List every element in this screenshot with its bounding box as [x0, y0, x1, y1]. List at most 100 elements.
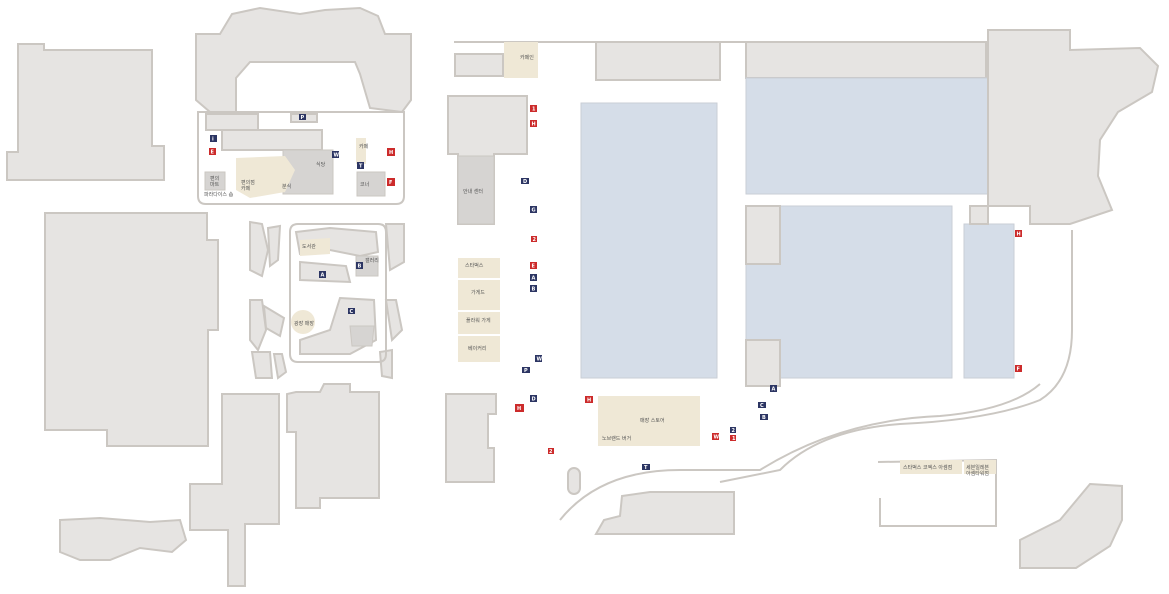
shop-strip-1 [458, 258, 500, 278]
label-plaza-store: 매장 스토어 [640, 417, 665, 424]
building-south-center [286, 383, 380, 509]
marker-central-8[interactable]: B [530, 285, 537, 293]
marker-central-3[interactable]: D [521, 178, 529, 185]
marker-central-1[interactable]: 1 [530, 105, 537, 113]
shop-bottom-right-1 [900, 460, 962, 474]
svg-text:H: H [532, 122, 536, 128]
label-store-row-3: 플라워 가게 [466, 317, 491, 324]
building-hall-annex-a-over [745, 205, 781, 265]
svg-text:G: G [532, 208, 536, 214]
marker-central-4[interactable]: G [530, 206, 537, 214]
label-bottom-right-1: 스타벅스 코엑스 아셈점 [903, 464, 952, 471]
marker-plaza-1[interactable]: H [585, 396, 593, 404]
label-restaurant-a: 분식 [282, 183, 291, 190]
svg-text:H: H [517, 406, 521, 412]
svg-text:B: B [532, 287, 536, 293]
marker-red-north-east[interactable]: H [387, 148, 395, 156]
marker-central-12[interactable]: H [515, 404, 524, 412]
svg-text:F: F [1017, 367, 1020, 373]
building-north-hall [195, 6, 412, 114]
shop-bottom-right-2 [964, 460, 996, 474]
marker-east-1[interactable]: H [1015, 230, 1022, 238]
label-square-store: 광장 매장 [294, 320, 314, 327]
north-complex-block-a [205, 113, 259, 131]
marker-plaza-3[interactable]: 2 [730, 427, 736, 434]
marker-court-a[interactable]: A [319, 271, 326, 279]
exhibition-hall-d [963, 223, 1015, 379]
building-south-west [189, 393, 280, 587]
svg-text:C: C [760, 403, 764, 409]
marker-court-b[interactable]: B [356, 262, 363, 270]
building-east [969, 29, 1160, 225]
marker-central-13[interactable]: 2 [548, 448, 554, 455]
marker-plaza-2[interactable]: W [712, 433, 720, 441]
building-central-north-inner [457, 155, 495, 225]
marker-transit-north[interactable]: T [357, 162, 364, 170]
svg-text:P: P [301, 115, 305, 121]
svg-text:1: 1 [732, 436, 736, 442]
svg-text:T: T [644, 465, 648, 471]
label-plaza-sub: 노브랜드 버거 [602, 435, 631, 442]
svg-text:H: H [587, 398, 591, 404]
label-library: 도서관 [302, 243, 316, 250]
shop-north-narrow [356, 138, 366, 164]
marker-central-5[interactable]: 2 [531, 236, 537, 243]
shop-courtyard-top [300, 238, 330, 256]
building-hall-annex-b [745, 339, 781, 387]
marker-hall-1[interactable]: A [770, 385, 777, 393]
marker-hall-2[interactable]: C [758, 402, 766, 409]
svg-text:A: A [772, 387, 776, 393]
marker-restroom-north[interactable]: W [332, 151, 340, 159]
svg-text:W: W [334, 153, 340, 159]
marker-parking-north[interactable]: P [299, 114, 306, 121]
marker-plaza-5[interactable]: T [642, 464, 650, 471]
label-store-row-4: 베이커리 [468, 345, 486, 352]
label-info-hall: 안내 센터 [463, 188, 483, 195]
marker-central-2[interactable]: H [530, 120, 537, 128]
map-markers: P i E W T H F A B C 1 H D G 2 E A B W P … [209, 105, 1022, 471]
marker-elevator-west[interactable]: E [209, 148, 216, 156]
svg-text:H: H [1017, 232, 1021, 238]
svg-text:D: D [523, 179, 527, 185]
marker-central-9[interactable]: W [535, 355, 543, 363]
exhibition-hall-b [745, 77, 989, 195]
shop-strip-3 [458, 312, 500, 334]
svg-text:E: E [532, 264, 536, 270]
marker-central-10[interactable]: P [522, 367, 530, 374]
label-restaurant-b: 식당 [316, 161, 326, 168]
label-store-row-1: 스타벅스 [465, 262, 484, 269]
building-far-west [6, 43, 165, 181]
marker-east-2[interactable]: F [1015, 365, 1022, 373]
marker-info-west[interactable]: i [210, 135, 217, 143]
svg-text:A: A [532, 276, 536, 282]
shop-cafe-top [504, 42, 538, 78]
svg-text:F: F [389, 180, 392, 186]
svg-text:1: 1 [532, 107, 536, 113]
marker-hall-3[interactable]: B [760, 414, 768, 421]
courtyard-blocks [249, 220, 405, 380]
shop-central-court [236, 156, 295, 198]
kiosk-round [567, 467, 581, 495]
building-north-complex [197, 111, 405, 205]
marker-court-c[interactable]: C [348, 308, 355, 315]
marker-central-11[interactable]: D [530, 395, 537, 403]
marker-red-north-east-2[interactable]: F [387, 178, 395, 186]
svg-text:2: 2 [533, 237, 537, 243]
svg-text:i: i [212, 137, 214, 143]
svg-text:2: 2 [549, 449, 553, 455]
marker-central-6[interactable]: E [530, 262, 537, 270]
marker-plaza-4[interactable]: 1 [730, 435, 736, 442]
svg-text:T: T [359, 164, 363, 170]
walk-south-curve [559, 383, 1041, 521]
building-south-pavilion [594, 491, 735, 535]
label-heritage-note: 파라다이스 숍 [204, 191, 234, 198]
walk-central-outline [454, 29, 1061, 43]
marker-central-7[interactable]: A [530, 274, 537, 282]
building-south-west-low [59, 516, 188, 561]
svg-text:B: B [358, 264, 362, 270]
courtyard-square [289, 223, 387, 363]
svg-text:E: E [211, 150, 215, 156]
